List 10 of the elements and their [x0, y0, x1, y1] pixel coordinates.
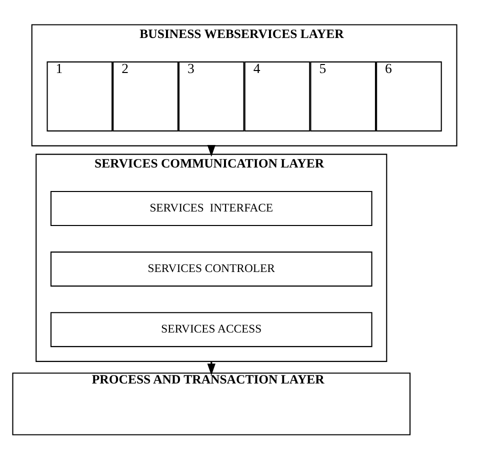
node-box: SERVICES ACCESS — [50, 312, 372, 348]
node-box: PROCESS AND TRANSACTION LAYER — [12, 372, 411, 436]
node-box: 1 — [46, 61, 113, 132]
node-box: SERVICES INTERFACE — [50, 190, 372, 226]
node-box: 4 — [244, 61, 310, 132]
node-box: 2 — [112, 61, 178, 132]
node-box: 6 — [376, 61, 442, 132]
node-box: SERVICES CONTROLER — [50, 252, 372, 287]
node-box: 5 — [310, 61, 376, 132]
node-box: 3 — [178, 61, 244, 132]
